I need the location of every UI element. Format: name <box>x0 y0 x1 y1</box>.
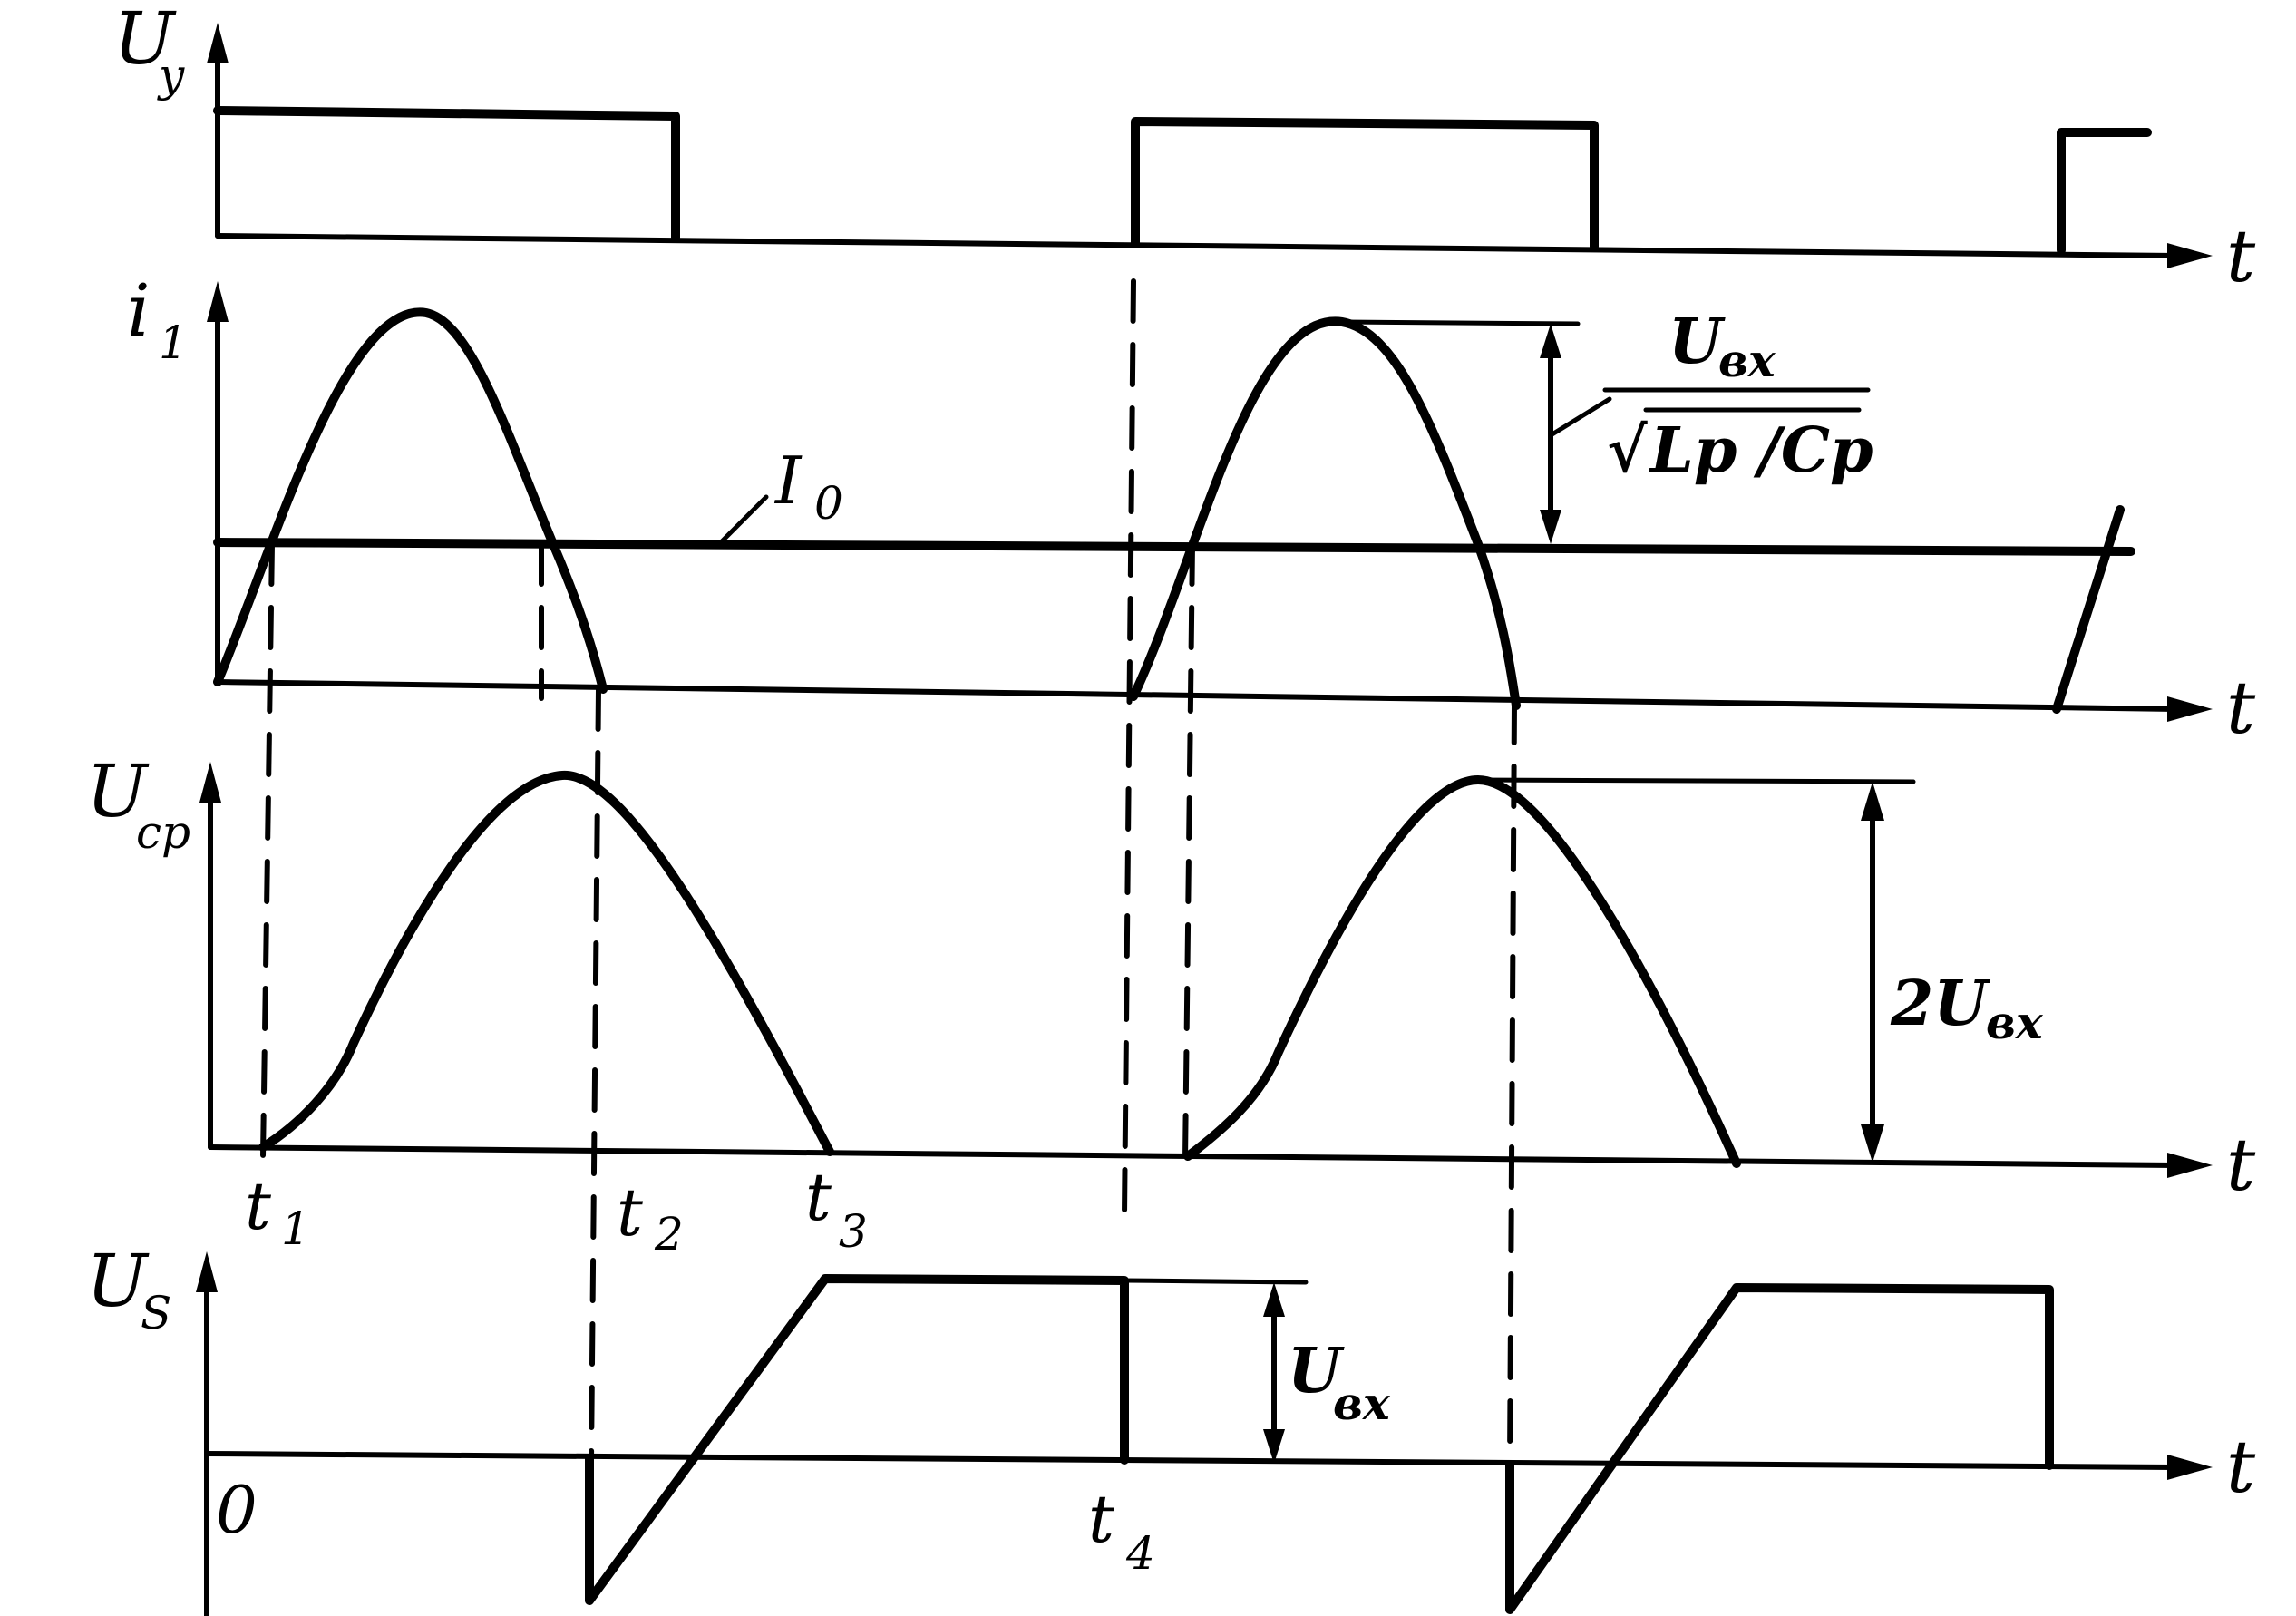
svg-text:S: S <box>141 1287 171 1339</box>
dash-t4 <box>1122 278 1136 1218</box>
peak-ref-i1 <box>1339 319 1581 326</box>
svg-text:cp: cp <box>136 806 190 859</box>
svg-text:2U: 2U <box>1890 968 1990 1040</box>
amp-arrow-i1 <box>1540 324 1612 544</box>
axis-us <box>196 1251 2213 1616</box>
i1-rise-3 <box>2052 505 2125 714</box>
axis-label-uy: U y <box>113 0 185 102</box>
svg-text:U: U <box>86 1239 150 1323</box>
ucp-hump-2 <box>1183 775 1741 1168</box>
label-origin: 0 <box>216 1472 258 1548</box>
label-uin: U вх <box>1288 1335 1391 1430</box>
svg-text:вх: вх <box>1986 996 2044 1049</box>
svg-text:2: 2 <box>654 1208 684 1261</box>
label-t4: t 4 <box>1088 1481 1155 1580</box>
axis-label-us: U S <box>86 1239 171 1339</box>
svg-text:t: t <box>1088 1481 1115 1557</box>
svg-text:i: i <box>127 268 151 353</box>
label-i0: I 0 <box>773 443 843 530</box>
uy-pulse-1 <box>213 106 680 242</box>
svg-text:t: t <box>245 1168 272 1244</box>
svg-text:U: U <box>86 749 150 833</box>
dash-t2 <box>589 686 601 1463</box>
svg-text:1: 1 <box>159 316 188 369</box>
axis-uy <box>207 23 2213 268</box>
svg-text:1: 1 <box>281 1202 310 1255</box>
label-t1: t 1 <box>245 1168 310 1255</box>
svg-text:U: U <box>113 0 177 81</box>
axis-label-i1: i 1 <box>127 268 188 369</box>
label-t3: t 3 <box>805 1159 868 1258</box>
label-2uin: 2U вх <box>1890 968 2044 1049</box>
i0-leader <box>718 494 769 545</box>
amp-fraction: U вх √ Lp /Cp <box>1607 306 1873 487</box>
svg-text:I: I <box>773 443 803 519</box>
svg-text:вх: вх <box>1333 1377 1391 1430</box>
i1-hump-2 <box>1129 316 1521 710</box>
svg-text:t: t <box>805 1159 832 1235</box>
svg-text:y: y <box>157 49 185 102</box>
t-axis-label-1: t <box>2226 214 2256 298</box>
uy-pulse-3 <box>2057 128 2152 255</box>
i0-level-line <box>213 538 2135 556</box>
svg-text:t: t <box>617 1174 644 1251</box>
dash-hump2-end <box>1507 700 1517 1468</box>
dashed-projections <box>260 278 1517 1468</box>
amp-arrow-us <box>1263 1282 1285 1464</box>
svg-text:0: 0 <box>814 477 843 530</box>
svg-text:3: 3 <box>839 1205 868 1258</box>
uy-pulse-2 <box>1131 117 1599 251</box>
label-t2: t 2 <box>617 1174 684 1261</box>
dash-t1 <box>260 541 275 1159</box>
axis-label-ucp: U cp <box>86 749 190 859</box>
us-wave-2 <box>1505 1283 2054 1614</box>
ucp-hump-1 <box>258 770 834 1156</box>
svg-text:Lp /Cp: Lp /Cp <box>1649 414 1873 487</box>
peak-ref-us <box>1122 1278 1309 1285</box>
svg-text:√: √ <box>1607 414 1648 487</box>
t-axis-label-4: t <box>2226 1425 2256 1509</box>
svg-text:U: U <box>1288 1335 1345 1407</box>
svg-text:4: 4 <box>1125 1527 1155 1580</box>
dash-cross-2 <box>1182 541 1195 1163</box>
t-axis-label-2: t <box>2226 666 2256 750</box>
peak-ref-ucp <box>1466 777 1916 784</box>
svg-text:вх: вх <box>1718 334 1776 387</box>
svg-text:U: U <box>1668 306 1726 378</box>
us-wave-1 <box>585 1274 1129 1605</box>
t-axis-label-3: t <box>2226 1123 2256 1207</box>
amp-arrow-ucp <box>1861 782 1884 1163</box>
i1-hump-1 <box>213 307 608 694</box>
